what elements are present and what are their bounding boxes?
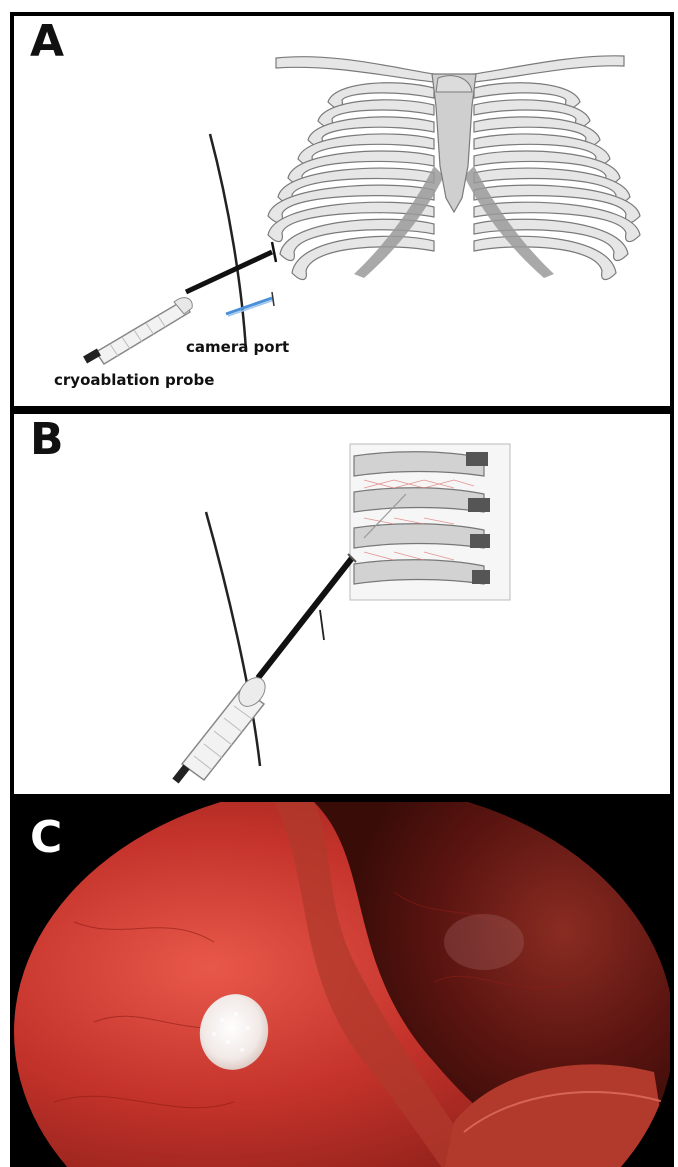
panel-a-drawing	[14, 16, 670, 406]
rib-segment-illustration	[350, 444, 510, 600]
panel-a: A	[10, 12, 674, 410]
panel-b-drawing	[14, 414, 670, 794]
cryoablation-probe-label: cryoablation probe	[54, 371, 214, 389]
camera-port-icon	[226, 292, 274, 316]
panel-b: B	[10, 410, 674, 798]
camera-port-label: camera port	[186, 338, 289, 356]
panel-c-letter: C	[30, 816, 62, 860]
panel-c: C	[10, 798, 674, 1167]
endoscopic-photo	[14, 802, 670, 1167]
chest-wall-line	[210, 134, 246, 351]
rib-cage-illustration	[268, 56, 640, 280]
cryoablation-probe-icon	[172, 554, 356, 784]
